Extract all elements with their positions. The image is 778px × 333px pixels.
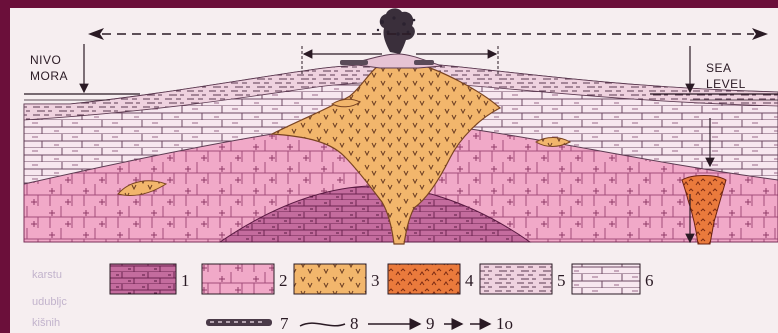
legend-num-1: 1 bbox=[181, 271, 190, 290]
geology-diagram: karstu udubljc kišnih bbox=[10, 8, 778, 333]
crust-left bbox=[340, 60, 368, 65]
legend-item-5: 5 bbox=[480, 264, 566, 294]
legend-num-3: 3 bbox=[371, 271, 380, 290]
legend-num-5: 5 bbox=[557, 271, 566, 290]
dashed-arrowhead-left bbox=[88, 28, 104, 40]
legend-item-9: 9 bbox=[368, 314, 435, 333]
label-mora: MORA bbox=[30, 69, 68, 83]
dashed-arrowhead-right bbox=[752, 28, 768, 40]
legend-num-7: 7 bbox=[280, 314, 289, 333]
legend-item-4: 4 bbox=[388, 264, 474, 294]
legend-item-2: 2 bbox=[202, 264, 288, 294]
crust-right bbox=[414, 60, 434, 65]
eruption-plume bbox=[377, 8, 416, 54]
legend-num-9: 9 bbox=[426, 314, 435, 333]
ghost-text-1: karstu bbox=[32, 269, 62, 281]
legend-num-6: 6 bbox=[645, 271, 654, 290]
legend-row-1: 1 2 3 4 5 bbox=[110, 264, 654, 294]
legend-item-7: 7 bbox=[206, 314, 289, 333]
label-nivo: NIVO bbox=[30, 53, 61, 67]
ghost-text-2: udubljc bbox=[32, 296, 67, 308]
legend-item-8: 8 bbox=[300, 314, 359, 333]
label-level: LEVEL bbox=[706, 77, 746, 91]
legend-num-10: 1o bbox=[496, 314, 513, 333]
legend-num-8: 8 bbox=[350, 314, 359, 333]
legend-row-2: 7 8 9 1o bbox=[206, 314, 513, 333]
diagram-sheet: karstu udubljc kišnih bbox=[10, 8, 778, 333]
legend-num-4: 4 bbox=[465, 271, 474, 290]
label-sea: SEA bbox=[706, 61, 732, 75]
legend-item-3: 3 bbox=[294, 264, 380, 294]
legend-item-10: 1o bbox=[444, 314, 513, 333]
legend-item-6: 6 bbox=[572, 264, 654, 294]
ghost-text-3: kišnih bbox=[32, 317, 60, 329]
legend-num-2: 2 bbox=[279, 271, 288, 290]
legend-item-1: 1 bbox=[110, 264, 190, 294]
